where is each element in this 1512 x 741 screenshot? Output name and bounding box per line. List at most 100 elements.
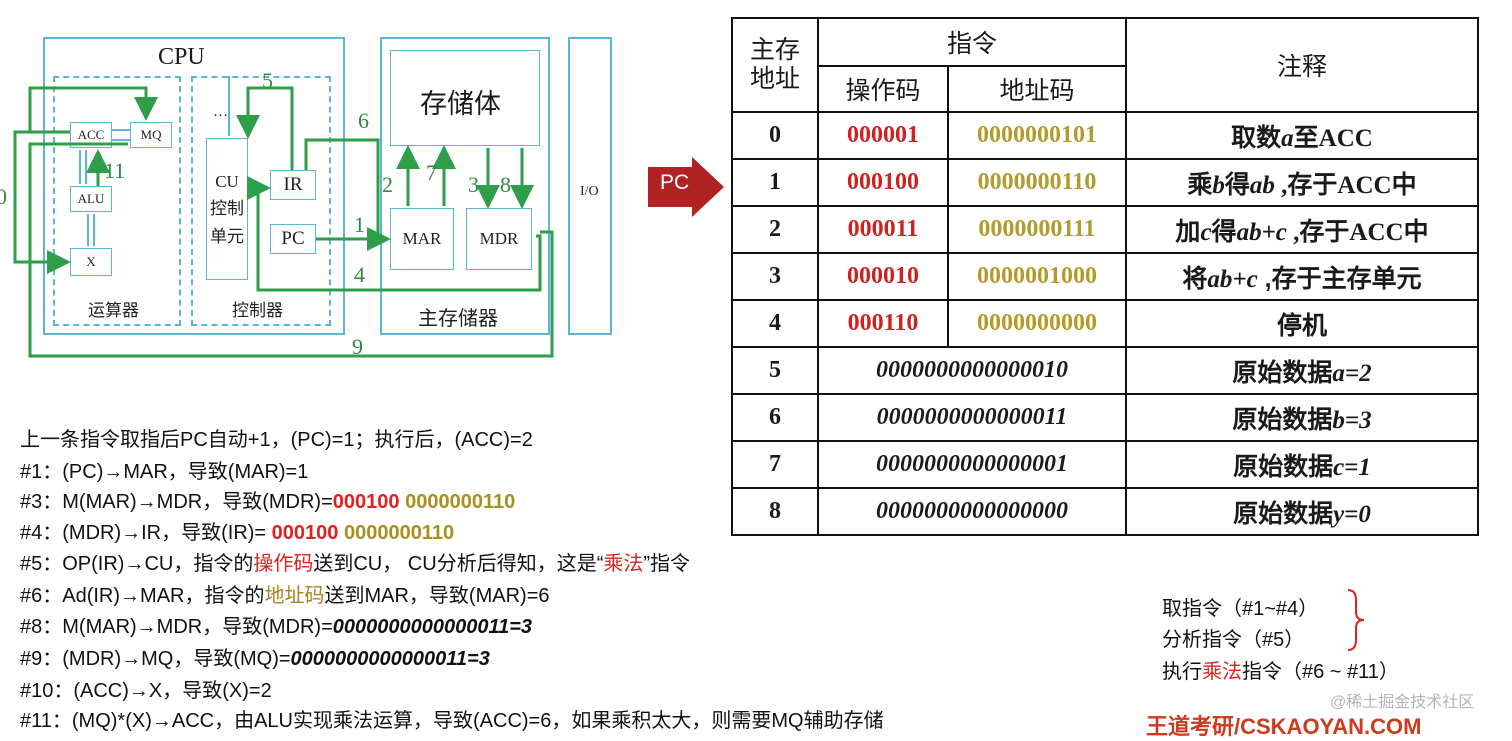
step-5-opcode-word: 操作码	[253, 553, 314, 575]
step-4-text: #4：(MDR)→IR，导致(IR)=	[20, 522, 272, 544]
cell-data-value: 0000000000000011	[817, 393, 1127, 442]
cpu-box	[43, 37, 345, 335]
alu-unit-label: 运算器	[88, 301, 139, 320]
control-unit-box	[191, 76, 331, 326]
note-text: 原始数据	[1233, 499, 1334, 528]
note-text: 加	[1175, 217, 1201, 246]
note-text: ,存于主存单元	[1257, 264, 1422, 293]
table-row: 8 0000000000000000 原始数据y=0	[731, 487, 1479, 536]
cell-opcode: 000001	[817, 111, 949, 160]
cell-note: 原始数据c=1	[1125, 440, 1479, 489]
step-8-value: 0000000000000011=3	[332, 616, 533, 638]
step-3-label: 3	[468, 172, 479, 197]
phase-analyze: 分析指令（#5）	[1162, 629, 1305, 651]
io-box	[568, 37, 612, 335]
memory-body-box	[390, 50, 540, 146]
phase-execute: 执行乘法指令（#6 ~ #11）	[1162, 655, 1399, 684]
cell-data-value: 0000000000000001	[817, 440, 1127, 489]
brace-icon	[1347, 589, 1365, 651]
table-row: 7 0000000000000001 原始数据c=1	[731, 440, 1479, 489]
note-text: 得	[1224, 170, 1250, 199]
cu-label: CU	[215, 172, 239, 192]
note-var: ab+c	[1236, 218, 1287, 246]
cell-addr: 8	[731, 487, 819, 536]
note-var: c=1	[1333, 453, 1371, 481]
io-label: I/O	[580, 184, 599, 199]
note-text: 原始数据	[1232, 405, 1333, 434]
cell-opcode: 000010	[817, 252, 949, 301]
header-address: 主存地址	[731, 17, 819, 113]
cell-data-value: 0000000000000000	[817, 487, 1127, 536]
data-path-arrows	[13, 76, 554, 358]
header-addrcode: 地址码	[947, 65, 1127, 113]
path-to-mq	[28, 86, 158, 132]
cell-note: 加c得ab+c ,存于ACC中	[1125, 205, 1479, 254]
memory-body-label: 存储体	[420, 89, 501, 119]
note-var: y=0	[1333, 500, 1371, 528]
header-note: 注释	[1125, 17, 1479, 113]
note-text: 至ACC	[1293, 124, 1373, 152]
note-var: b	[1212, 171, 1225, 199]
step-11-label: 11	[104, 158, 126, 183]
step-6-text: #6：Ad(IR)→MAR，指令的	[20, 585, 265, 607]
cell-addrcode: 0000000101	[947, 111, 1127, 160]
instruction-table: 主存地址 指令 注释 操作码 地址码 0 000001 0000000101 取…	[731, 17, 1479, 536]
mq-register: MQ	[130, 122, 172, 148]
table-row: 3 000010 0000001000 将ab+c ,存于主存单元	[731, 252, 1479, 301]
cell-note: 原始数据a=2	[1125, 346, 1479, 395]
step-8-text: #8：M(MAR)→MDR，导致(MDR)=	[20, 616, 333, 638]
cell-opcode: 000100	[817, 158, 949, 207]
path-6	[304, 138, 380, 238]
step-intro: 上一条指令取指后PC自动+1，(PC)=1；执行后，(ACC)=2	[20, 429, 533, 451]
note-text: 乘	[1187, 170, 1213, 199]
note-text: 取数	[1231, 123, 1282, 152]
step-6-text: 送到MAR，导致(MAR)=6	[324, 585, 550, 607]
step-9-value: 0000000000000011=3	[290, 648, 490, 670]
table-row: 6 0000000000000011 原始数据b=3	[731, 393, 1479, 442]
mar-register: MAR	[390, 208, 454, 270]
step-3-text: #3：M(MAR)→MDR，导致(MDR)=	[20, 491, 333, 513]
cell-note: 乘b得ab ,存于ACC中	[1125, 158, 1479, 207]
cell-addrcode: 0000000111	[947, 205, 1127, 254]
step-5-text: ”指令	[643, 553, 691, 575]
cell-note: 原始数据y=0	[1125, 487, 1479, 536]
step-11: #11：(MQ)*(X)→ACC，由ALU实现乘法运算，导致(ACC)=6，如果…	[20, 710, 884, 732]
phase-execute-text: 执行	[1162, 661, 1202, 683]
path-0	[13, 130, 71, 274]
note-text: ,存于ACC中	[1286, 218, 1429, 246]
alu-unit-box	[53, 76, 181, 326]
step-5-text: 送到CU， CU分析后得知，这是“	[313, 553, 604, 575]
step-4: #4：(MDR)→IR，导致(IR)= 000100 0000000110	[20, 516, 454, 545]
cell-note: 原始数据b=3	[1125, 393, 1479, 442]
alu-register: ALU	[70, 186, 112, 212]
note-text: 将	[1182, 264, 1208, 293]
pc-arrow-shape	[648, 157, 724, 217]
step-6-label: 6	[358, 108, 369, 133]
path-5	[236, 86, 294, 170]
cell-addr: 7	[731, 440, 819, 489]
cell-addrcode: 0000001000	[947, 252, 1127, 301]
step-2-label: 2	[382, 172, 393, 197]
step-4-addrcode: 0000000110	[343, 522, 455, 544]
step-9: #9：(MDR)→MQ，导致(MQ)=0000000000000011=3	[20, 642, 490, 671]
mdr-register: MDR	[466, 208, 532, 270]
step-5-label: 5	[262, 68, 273, 93]
pc-pointer-label: PC	[660, 171, 690, 194]
cell-opcode: 000110	[817, 299, 949, 348]
cell-addr: 3	[731, 252, 819, 301]
phase-fetch: 取指令（#1~#4）	[1162, 598, 1319, 620]
cell-opcode: 000011	[817, 205, 949, 254]
cell-addr: 2	[731, 205, 819, 254]
phase-execute-text: 指令（#6 ~ #11）	[1242, 661, 1399, 683]
cell-addr: 1	[731, 158, 819, 207]
step-6: #6：Ad(IR)→MAR，指令的地址码送到MAR，导致(MAR)=6	[20, 579, 550, 608]
step-4-label: 4	[354, 262, 365, 287]
step-10: #10：(ACC)→X，导致(X)=2	[20, 680, 272, 702]
table-row: 1 000100 0000000110 乘b得ab ,存于ACC中	[731, 158, 1479, 207]
note-text: 原始数据	[1233, 452, 1334, 481]
note-var: b=3	[1332, 406, 1372, 434]
step-3-addrcode: 0000000110	[405, 491, 516, 513]
x-register: X	[70, 248, 112, 276]
header-opcode: 操作码	[817, 65, 949, 113]
step-4-opcode: 000100	[271, 522, 339, 544]
